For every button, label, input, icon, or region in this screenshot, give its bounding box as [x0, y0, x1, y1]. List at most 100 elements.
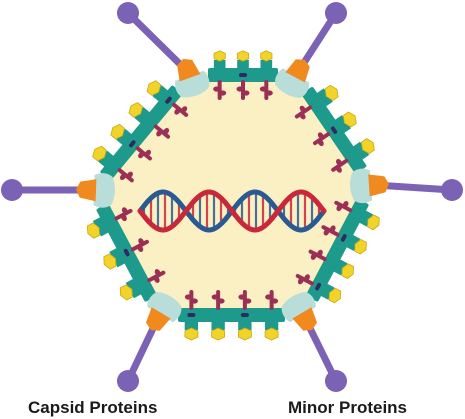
minor-protein-lobe — [126, 171, 133, 178]
minor-protein — [334, 200, 353, 213]
hexon-protein — [134, 106, 152, 125]
protein-marker — [187, 313, 196, 317]
penton-base — [175, 58, 210, 98]
minor-protein-lobe — [119, 173, 126, 181]
capsid-protein-shell — [86, 50, 380, 341]
minor-protein-lobe — [299, 112, 306, 120]
hexon-protein — [125, 278, 143, 299]
hexon-yellow — [103, 253, 117, 270]
hexon-yellow — [146, 80, 162, 96]
hexon-protein — [315, 88, 333, 108]
hexon-yellow — [260, 50, 273, 62]
minor-protein-lobe — [138, 238, 144, 245]
minor-protein-lobe — [184, 294, 192, 300]
minor-protein-lobe — [323, 228, 330, 236]
minor-protein-lobe — [265, 90, 273, 96]
minor-protein — [238, 290, 252, 310]
minor-protein — [130, 238, 149, 252]
hexon-yellow — [354, 238, 367, 255]
minor-protein — [153, 124, 171, 139]
protein-marker — [165, 96, 172, 104]
fiber-knob-icon — [325, 370, 347, 392]
minor-protein-lobe — [336, 159, 342, 166]
hexon-protein — [319, 282, 335, 300]
minor-protein-lobe — [163, 128, 170, 135]
penton-orange — [145, 307, 171, 331]
minor-protein-lobe — [145, 149, 152, 157]
minor-protein-lobe — [238, 294, 246, 300]
hexon-protein — [98, 150, 115, 168]
capsid-face — [92, 80, 189, 183]
hexon-yellow — [367, 214, 380, 231]
penton-base — [281, 291, 317, 331]
minor-protein-lobe — [336, 166, 342, 173]
hexon-protein — [264, 320, 279, 330]
fiber-shaft — [124, 9, 192, 76]
minor-protein — [331, 158, 349, 173]
hexon-yellow — [213, 50, 226, 62]
minor-protein — [171, 102, 189, 117]
minor-proteins-label: Minor Proteins — [288, 398, 408, 417]
hexon-band — [306, 198, 369, 302]
hexon-yellow — [184, 327, 199, 341]
capsid-face — [294, 84, 375, 174]
dna-double-helix-icon — [137, 189, 327, 233]
minor-protein-lobe — [156, 130, 163, 137]
fiber-knob-icon — [117, 2, 139, 24]
minor-protein-lobe — [317, 132, 324, 139]
hexon-protein — [116, 128, 133, 147]
minor-protein-lobe — [121, 207, 128, 214]
hexon-protein — [213, 60, 226, 70]
minor-protein-lobe — [336, 204, 343, 212]
hexon-yellow — [328, 287, 342, 304]
penton-base — [145, 291, 182, 331]
minor-protein-lobe — [342, 201, 349, 208]
hexon-yellow — [324, 84, 339, 101]
hexon-protein — [238, 320, 252, 330]
hexon-yellow — [119, 284, 133, 301]
minor-protein-lobe — [299, 105, 306, 113]
penton-orange — [76, 179, 97, 202]
capsid-face — [295, 198, 380, 304]
minor-protein-lobe — [236, 86, 244, 92]
minor-protein-lobe — [259, 86, 267, 92]
hexon-yellow — [236, 50, 250, 62]
hexon-yellow — [238, 327, 252, 341]
capsid-face — [178, 290, 285, 341]
penton-light-lobe — [175, 70, 210, 98]
hexon-yellow — [211, 327, 225, 341]
minor-protein — [265, 290, 279, 310]
penton-base — [275, 59, 310, 99]
hexon-protein — [109, 247, 127, 268]
hexon-protein — [92, 216, 110, 237]
dna-strand-red — [137, 189, 327, 233]
penton-orange — [292, 307, 317, 331]
minor-protein — [147, 269, 166, 283]
penton-base — [76, 173, 115, 208]
hexon-protein — [351, 141, 370, 161]
minor-protein-lobe — [297, 277, 304, 285]
minor-protein — [295, 273, 314, 286]
penton-orange — [177, 58, 201, 82]
hexon-protein — [211, 320, 225, 330]
hexon-protein — [152, 85, 170, 103]
protein-marker — [340, 234, 347, 242]
hexon-yellow — [341, 263, 355, 279]
hexon-yellow — [110, 123, 125, 140]
penton-light-lobe — [93, 173, 115, 208]
minor-protein — [135, 146, 152, 161]
minor-protein-lobe — [310, 253, 317, 260]
minor-protein — [236, 80, 250, 100]
hexon-yellow — [342, 111, 357, 128]
hexon-protein — [344, 234, 361, 251]
minor-protein-lobe — [213, 86, 221, 92]
minor-protein — [213, 80, 227, 100]
fiber-knob-icon — [117, 370, 139, 392]
hexon-protein — [333, 115, 351, 135]
penton-light-lobe — [275, 68, 310, 99]
minor-protein — [117, 168, 134, 183]
minor-protein-lobe — [317, 139, 324, 147]
penton-light-lobe — [350, 168, 373, 204]
penton-light-lobe — [281, 291, 316, 323]
